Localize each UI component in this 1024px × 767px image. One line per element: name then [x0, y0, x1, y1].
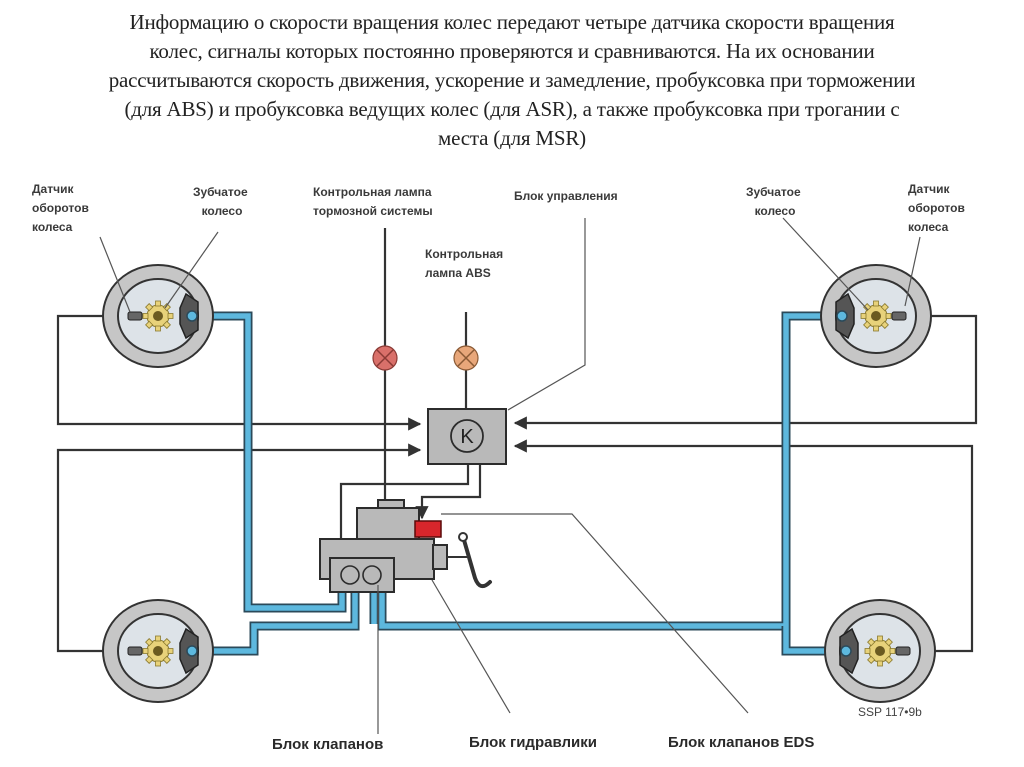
brake-warning-lamp-icon — [372, 345, 398, 371]
eds-valve-block — [414, 520, 442, 538]
control-unit-symbol: K — [460, 426, 474, 448]
wheel-rear-right — [824, 599, 936, 703]
wire-cu-to-eds — [415, 464, 482, 520]
toothed-wheel-icon — [142, 300, 174, 332]
label-brake-lamp: Контрольная лампа тормозной системы — [313, 185, 435, 218]
leader-hydraulic-unit — [431, 579, 511, 714]
figure-code: SSP 117•9b — [858, 705, 922, 719]
toothed-wheel-icon — [860, 300, 892, 332]
wire-front-left-sensor — [56, 314, 422, 431]
speed-sensor-icon — [891, 311, 907, 321]
caption-text: Информацию о скорости вращения колес пер… — [0, 8, 1024, 153]
speed-sensor-icon — [127, 311, 143, 321]
caption-line: рассчитываются скорость движения, ускоре… — [108, 68, 916, 92]
wheel-front-left — [102, 264, 214, 368]
speed-sensor-icon — [127, 646, 143, 656]
label-hydraulic-unit: Блок гидравлики — [469, 734, 597, 751]
wire-rear-right-sensor — [513, 439, 974, 653]
leader-eds-valve — [441, 513, 749, 714]
leader-right-sensor — [904, 236, 921, 307]
wire-front-right-sensor — [513, 314, 978, 430]
leader-right-gear — [782, 217, 869, 311]
wheel-front-right — [820, 264, 932, 368]
speed-sensor-icon — [895, 646, 911, 656]
toothed-wheel-icon — [142, 635, 174, 667]
leader-left-gear — [164, 231, 219, 309]
caption-line: колес, сигналы которых постоянно проверя… — [149, 39, 875, 63]
label-left-sensor: Датчик оборотов колеса — [32, 182, 92, 234]
label-right-toothed-wheel: Зубчатое колесо — [746, 185, 804, 218]
label-eds-valve-block: Блок клапанов EDS — [668, 734, 814, 751]
caption-line: Информацию о скорости вращения колес пер… — [129, 10, 895, 34]
wire-cu-to-valves — [334, 464, 470, 554]
brake-pipes — [196, 311, 840, 656]
brake-pedal-icon — [447, 532, 492, 589]
caption-line: места (для MSR) — [438, 126, 586, 150]
abs-warning-lamp-icon — [453, 345, 479, 371]
label-left-toothed-wheel: Зубчатое колесо — [193, 185, 251, 218]
toothed-wheel-icon — [864, 635, 896, 667]
wire-rear-left-sensor — [56, 443, 422, 653]
caption-line: (для ABS) и пробуксовка ведущих колес (д… — [124, 97, 900, 121]
hydraulic-unit — [319, 499, 448, 593]
label-control-unit: Блок управления — [514, 189, 618, 203]
control-unit: K — [427, 408, 507, 465]
wheel-rear-left — [102, 599, 214, 703]
label-abs-lamp: Контрольная лампа ABS — [425, 247, 506, 280]
valve-block — [329, 557, 395, 593]
leader-left-sensor — [99, 236, 131, 313]
leader-control-unit — [507, 218, 586, 411]
label-valve-block: Блок клапанов — [272, 736, 383, 753]
label-right-sensor: Датчик оборотов колеса — [908, 182, 968, 234]
